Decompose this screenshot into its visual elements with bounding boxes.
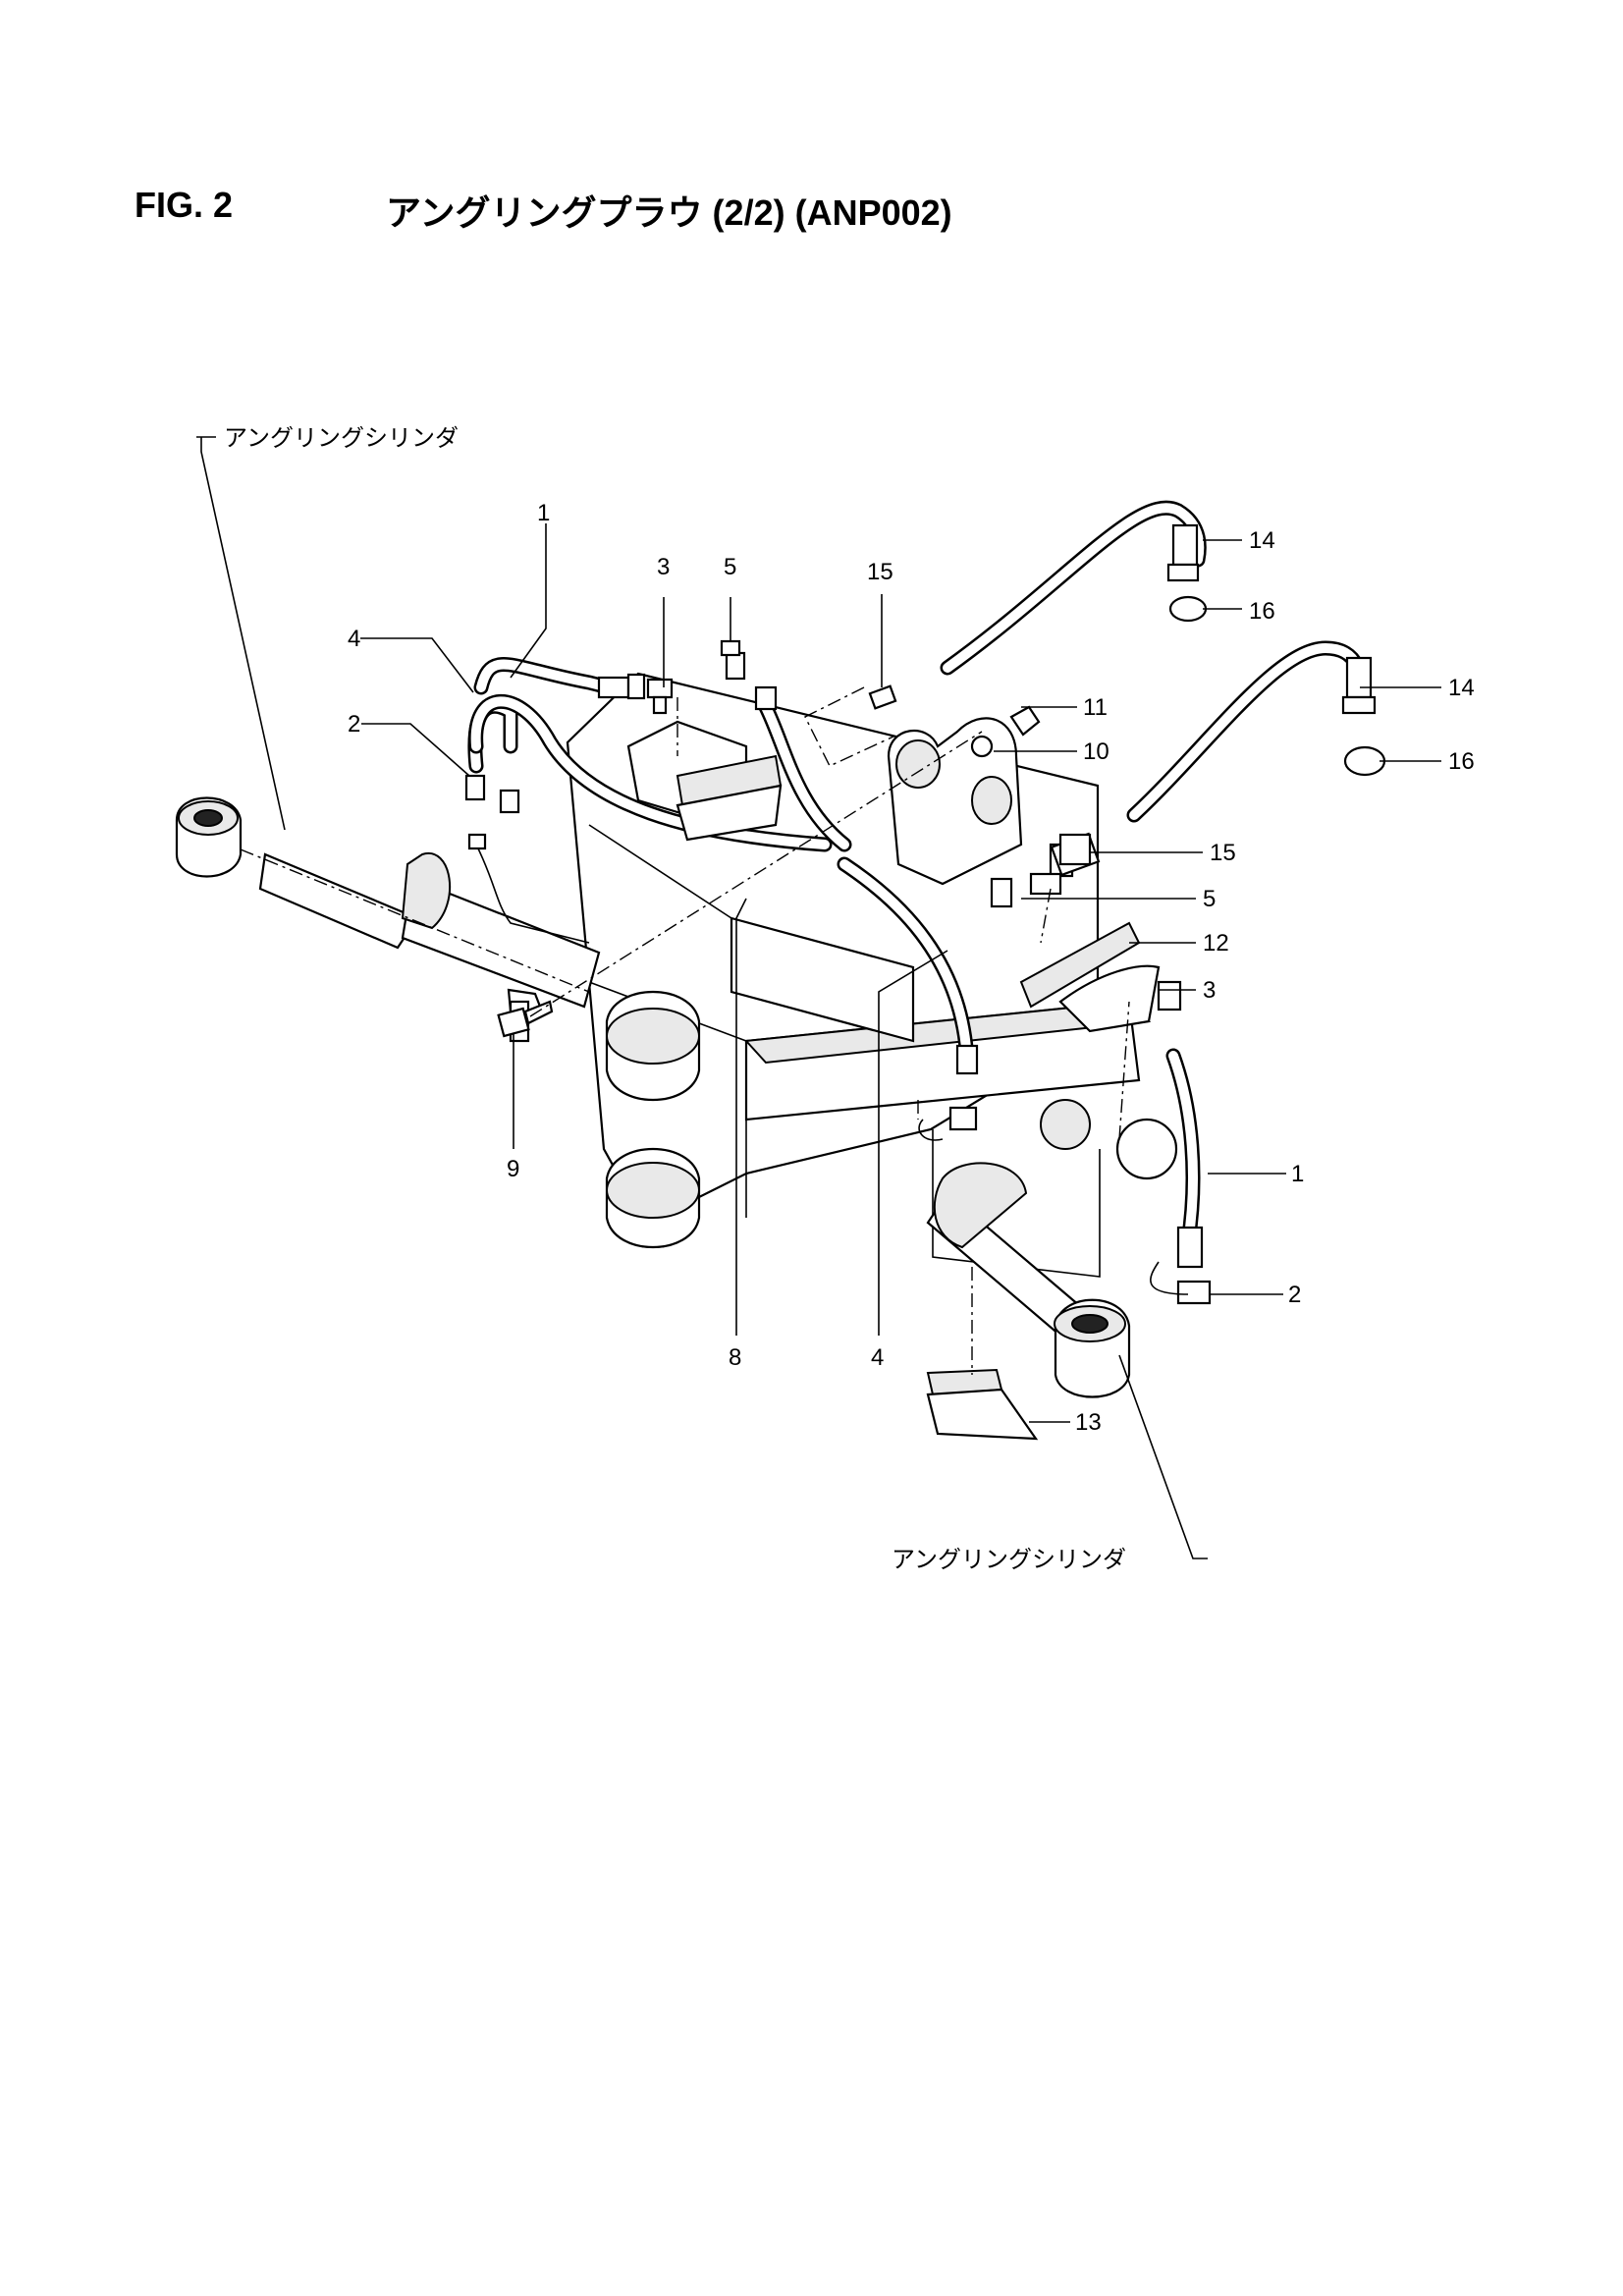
- bolt-9: [497, 1000, 554, 1038]
- callout-labels: 1 4 2 3 5 15 14 16 11 10 14 16 15 5 12 3…: [224, 424, 1475, 1573]
- callout-4-left: 4: [348, 626, 360, 652]
- label-cylinder-right: アングリングシリンダ: [892, 1546, 1126, 1573]
- callout-2-left: 2: [348, 711, 360, 738]
- callout-16-top: 16: [1249, 598, 1275, 625]
- callout-5-top: 5: [724, 554, 736, 580]
- callout-5-right: 5: [1203, 886, 1216, 912]
- plates: [676, 754, 1161, 1441]
- figure-header: FIG. 2 アングリングプラウ (2/2) (ANP002): [135, 185, 952, 233]
- callout-2-right: 2: [1288, 1282, 1301, 1308]
- figure-label: FIG. 2: [135, 185, 234, 225]
- callout-4-bottom: 4: [871, 1344, 884, 1371]
- callout-12: 12: [1203, 930, 1229, 957]
- centerlines: [240, 686, 1130, 1375]
- callout-14-mid: 14: [1448, 675, 1475, 701]
- angling-cylinder-left: [175, 796, 601, 1009]
- callout-14-top: 14: [1249, 527, 1275, 554]
- callout-15-right: 15: [1210, 840, 1236, 866]
- callout-9: 9: [507, 1156, 519, 1182]
- callout-3-right: 3: [1203, 977, 1216, 1004]
- label-cylinder-left: アングリングシリンダ: [224, 424, 459, 452]
- callout-3-top: 3: [657, 554, 670, 580]
- leader-lines: [196, 436, 1441, 1559]
- figure-title: アングリングプラウ (2/2) (ANP002): [386, 192, 952, 233]
- callout-15-top: 15: [867, 559, 893, 585]
- callout-1-right: 1: [1291, 1161, 1304, 1187]
- callout-13: 13: [1075, 1409, 1102, 1436]
- angling-cylinder-right: [926, 1162, 1131, 1398]
- callout-1-top: 1: [537, 500, 550, 526]
- callout-11: 11: [1083, 694, 1108, 721]
- callout-10: 10: [1083, 738, 1109, 765]
- callout-16-mid: 16: [1448, 748, 1475, 775]
- callout-8: 8: [729, 1344, 741, 1371]
